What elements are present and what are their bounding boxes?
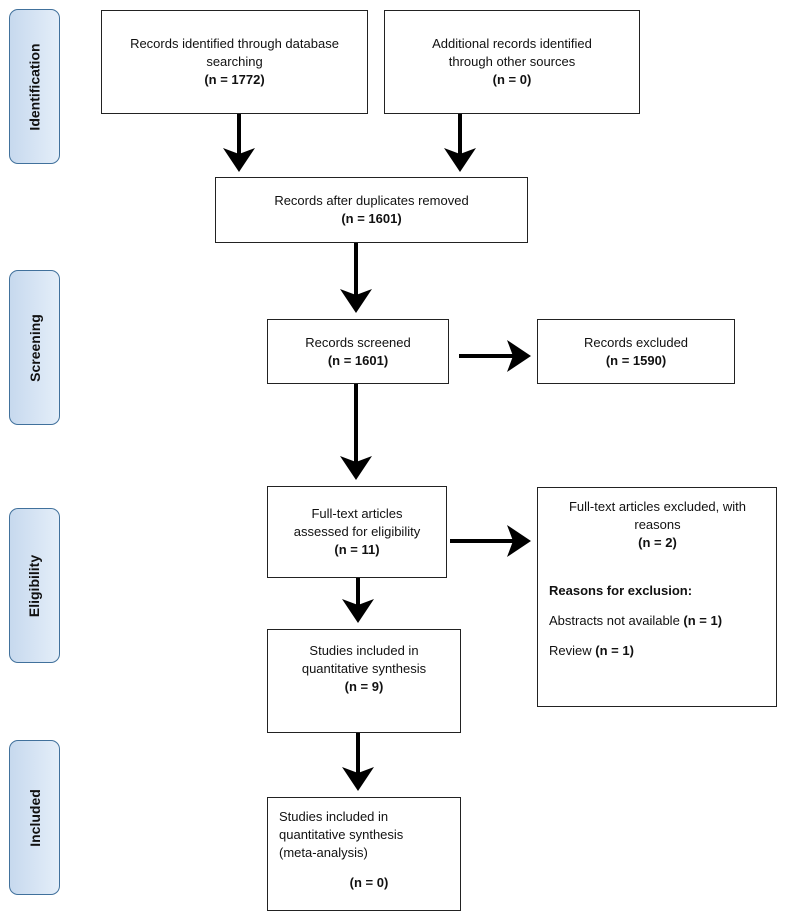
- records-excluded-line1: Records excluded: [583, 334, 689, 350]
- exclusion-reason-review-text: Review: [549, 643, 592, 658]
- full-text-excluded-count: (n = 2): [638, 535, 677, 550]
- other-records-line1: Additional records identified: [432, 36, 592, 51]
- full-text-assessed-count: (n = 11): [334, 542, 380, 557]
- records-screened-count: (n = 1601): [327, 352, 389, 368]
- records-excluded-count: (n = 1590): [605, 352, 667, 368]
- phase-included: Included: [9, 740, 60, 895]
- studies-qualitative-line1: Studies included in: [309, 643, 419, 658]
- studies-quantitative-line1: Studies included in: [279, 809, 389, 824]
- database-records-count: (n = 1772): [204, 72, 265, 87]
- studies-quantitative-line3: (meta-analysis): [279, 845, 368, 860]
- database-records-line2: searching: [206, 54, 263, 69]
- box-full-text-assessed: Full-text articles assessed for eligibil…: [267, 486, 447, 578]
- box-studies-quantitative: Studies included in quantitative synthes…: [267, 797, 461, 911]
- studies-quantitative-line2: quantitative synthesis: [279, 827, 404, 842]
- exclusion-reason-abstracts: Abstracts not available (n = 1): [549, 612, 722, 630]
- box-records-screened: Records screened (n = 1601): [267, 319, 449, 384]
- box-records-excluded: Records excluded (n = 1590): [537, 319, 735, 384]
- records-screened-line1: Records screened: [305, 334, 411, 350]
- phase-eligibility: Eligibility: [9, 508, 60, 663]
- box-after-duplicates: Records after duplicates removed (n = 16…: [215, 177, 528, 243]
- exclusion-reason-abstracts-count: (n = 1): [683, 613, 723, 628]
- studies-qualitative-line2: quantitative synthesis: [301, 661, 427, 676]
- box-full-text-excluded: Full-text articles excluded, with reason…: [537, 487, 777, 707]
- phase-screening: Screening: [9, 270, 60, 425]
- studies-quantitative-count: (n = 0): [349, 875, 389, 890]
- database-records-line1: Records identified through database: [130, 36, 339, 51]
- box-database-records: Records identified through database sear…: [101, 10, 368, 114]
- after-duplicates-line1: Records after duplicates removed: [274, 193, 469, 208]
- after-duplicates-count: (n = 1601): [341, 211, 402, 226]
- studies-qualitative-count: (n = 9): [344, 679, 384, 694]
- exclusion-reason-review: Review (n = 1): [549, 642, 634, 660]
- full-text-excluded-line1: Full-text articles excluded, with: [568, 499, 746, 514]
- other-records-count: (n = 0): [492, 72, 532, 87]
- full-text-assessed-line2: assessed for eligibility: [293, 524, 421, 539]
- box-studies-qualitative: Studies included in quantitative synthes…: [267, 629, 461, 733]
- box-other-records: Additional records identified through ot…: [384, 10, 640, 114]
- exclusion-reason-review-count: (n = 1): [595, 643, 634, 658]
- full-text-assessed-line1: Full-text articles: [311, 506, 403, 521]
- exclusion-reasons-heading: Reasons for exclusion:: [549, 583, 693, 598]
- phase-identification: Identification: [9, 9, 60, 164]
- full-text-excluded-line2: reasons: [634, 517, 681, 532]
- other-records-line2: through other sources: [448, 54, 576, 69]
- exclusion-reason-abstracts-text: Abstracts not available: [549, 613, 680, 628]
